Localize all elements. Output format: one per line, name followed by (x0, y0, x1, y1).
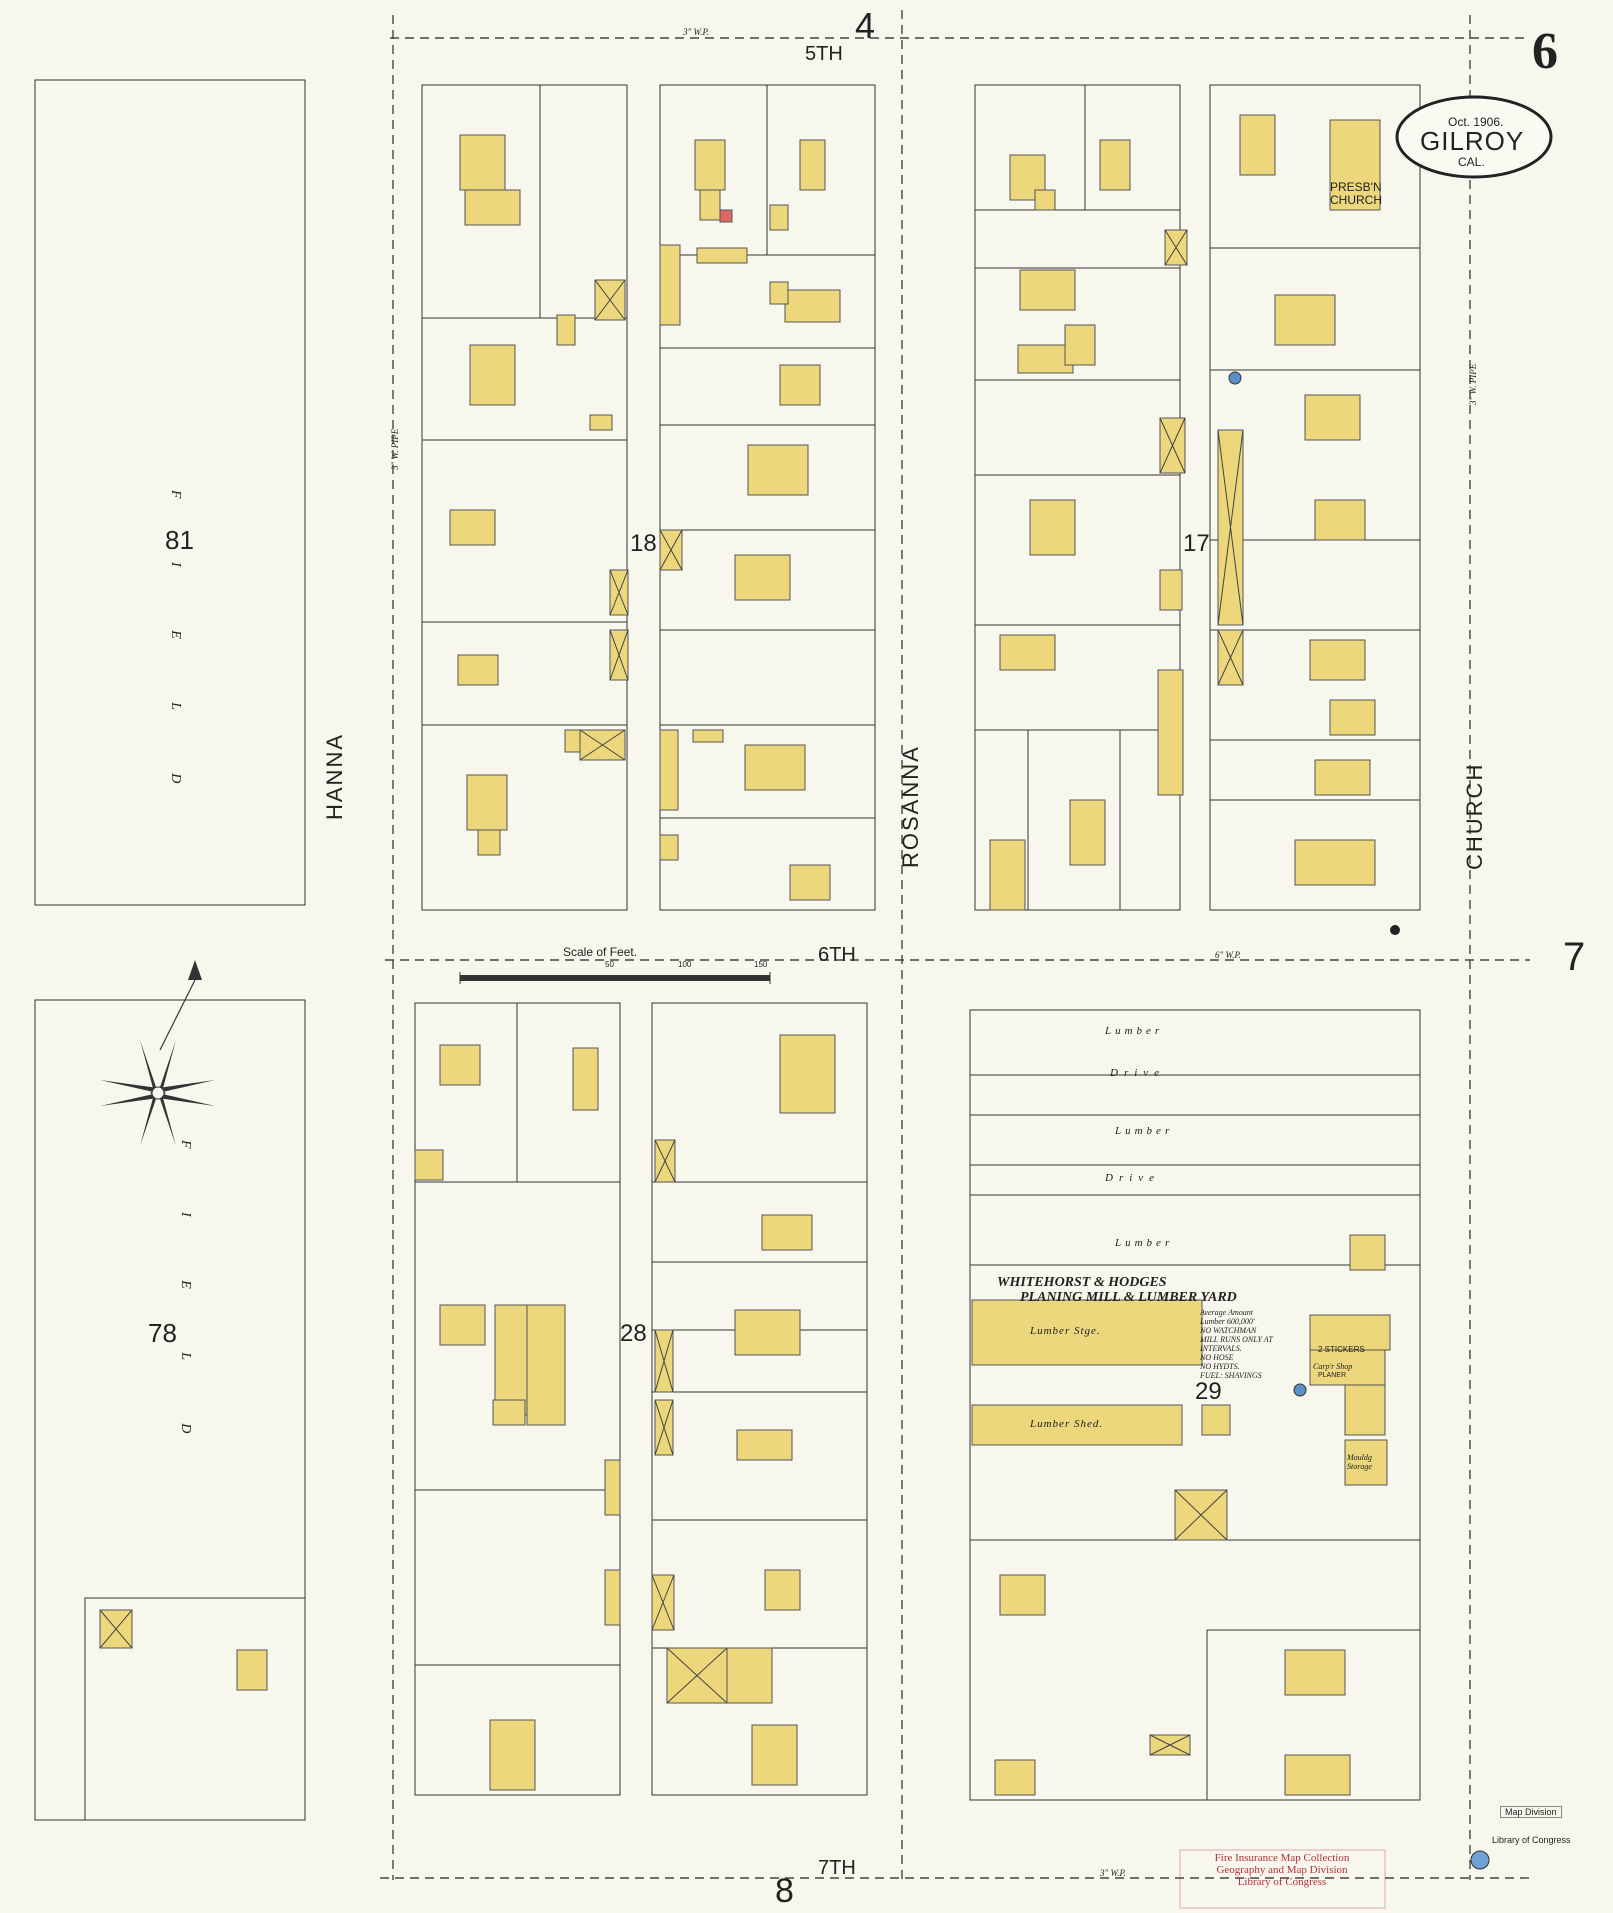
lumber-row-1: Lumber (1105, 1025, 1164, 1037)
pipe-label-fifth: 3" W.P. (683, 27, 710, 37)
stamp-line: Library of Congress (1237, 1876, 1327, 1888)
field-label-north: F I E L D (168, 490, 183, 814)
lumber-note: FUEL: SHAVINGS (1200, 1371, 1262, 1380)
street-label-seventh: 7TH (818, 1857, 856, 1879)
drive-row-2: Drive (1105, 1172, 1161, 1184)
lumber-note: NO HOSE (1200, 1353, 1234, 1362)
church-label-line1: PRESB'N (1330, 180, 1382, 194)
block-number-29: 29 (1195, 1378, 1222, 1405)
lumber-yard-name-line2: PLANING MILL & LUMBER YARD (1020, 1290, 1237, 1305)
lumber-note: NO WATCHMAN (1200, 1326, 1257, 1335)
pipe-label-church: 3" W. PIPE (1468, 363, 1478, 405)
scale-tick-50: 50 (605, 960, 614, 969)
stamp-line: Geography and Map Division (1216, 1864, 1348, 1876)
scale-bar (459, 972, 771, 984)
lumber-storage-label: Lumber Stge. (1030, 1325, 1101, 1337)
title-cartouche (1395, 95, 1553, 179)
lumber-row-3: Lumber (1115, 1237, 1174, 1249)
block-18 (421, 84, 876, 911)
pipe-label-sixth: 6" W.P. (1215, 950, 1242, 960)
block-number-28: 28 (620, 1320, 647, 1347)
street-label-fifth: 5TH (805, 43, 843, 65)
street-lines (380, 10, 1530, 1880)
field-block-78 (34, 999, 306, 1821)
scale-tick-100: 100 (678, 960, 692, 969)
pipe-label-hanna: 3" W. PIPE (390, 428, 400, 470)
mill-label-carp-shop: Carp'r Shop (1313, 1362, 1353, 1371)
drive-row-1: Drive (1110, 1067, 1166, 1079)
block-number-81: 81 (165, 525, 194, 555)
block-number-78: 78 (148, 1318, 177, 1348)
cartouche-date: Oct. 1906. (1448, 115, 1504, 129)
block-29 (969, 1009, 1421, 1801)
lumber-note: INTERVALS. (1200, 1344, 1242, 1353)
field-block-81 (34, 79, 306, 906)
block-17 (974, 84, 1421, 935)
lumber-note: NO HYDTS. (1200, 1362, 1240, 1371)
block-28 (414, 1002, 868, 1796)
mouldg-storage-label: Mouldg Storage (1347, 1453, 1372, 1471)
field-label-south: F I E L D (178, 1140, 193, 1464)
church-label-line2: CHURCH (1330, 193, 1382, 207)
map-division-label: Map Division (1500, 1806, 1562, 1818)
scale-tick-150: 150 (754, 960, 768, 969)
lumber-row-2: Lumber (1115, 1125, 1174, 1137)
scale-label: Scale of Feet. (563, 945, 638, 959)
lumber-yard-name-line1: WHITEHORST & HODGES (997, 1275, 1167, 1290)
adjacent-sheet-east: 7 (1563, 935, 1586, 979)
sheet-number: 6 (1532, 23, 1558, 80)
street-label-church: CHURCH (1462, 762, 1487, 870)
lumber-note: Average Amount (1200, 1308, 1253, 1317)
lumber-note: MILL RUNS ONLY AT (1200, 1335, 1273, 1344)
collection-stamp: Fire Insurance Map Collection Geography … (1182, 1852, 1382, 1888)
stamp-line: Fire Insurance Map Collection (1214, 1852, 1350, 1864)
mill-label-planer: PLANER (1318, 1372, 1347, 1379)
cartouche-city: GILROY (1420, 126, 1525, 156)
library-label: Library of Congress (1492, 1835, 1571, 1845)
street-label-hanna: HANNA (322, 732, 347, 820)
adjacent-sheet-south: 8 (775, 1872, 794, 1910)
mill-label-stickers: 2 STICKERS (1318, 1345, 1365, 1354)
cartouche-state: CAL. (1458, 155, 1485, 169)
pipe-label-seventh: 3" W.P. (1100, 1868, 1127, 1878)
street-label-sixth: 6TH (818, 944, 856, 966)
block-number-18: 18 (630, 530, 657, 557)
street-label-rosanna: ROSANNA (898, 745, 923, 868)
adjacent-sheet-north: 4 (855, 5, 876, 46)
lumber-notes: Average Amount Lumber 600,000' NO WATCHM… (1200, 1308, 1310, 1380)
lumber-note: Lumber 600,000' (1200, 1317, 1255, 1326)
block-number-17: 17 (1183, 530, 1210, 557)
library-stamp (1179, 1849, 1490, 1909)
compass-rose-icon (100, 960, 215, 1146)
lumber-shed-label: Lumber Shed. (1030, 1418, 1104, 1430)
